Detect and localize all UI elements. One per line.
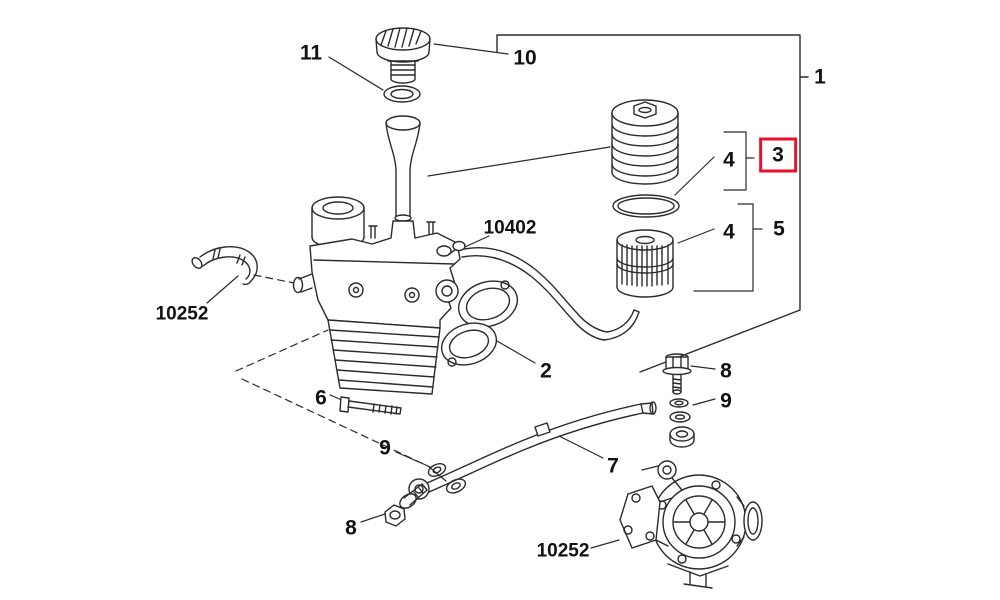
part-label-1[interactable]: 1 xyxy=(814,65,826,89)
part-label-5[interactable]: 5 xyxy=(773,217,785,241)
group-bracket-1 xyxy=(496,34,809,373)
part-label-9-lower[interactable]: 9 xyxy=(379,436,391,460)
part-label-10402[interactable]: 10402 xyxy=(483,217,537,239)
part-label-9-upper[interactable]: 9 xyxy=(720,389,732,413)
bolt-lower-drawing xyxy=(384,483,428,527)
part-label-8-upper[interactable]: 8 xyxy=(720,359,732,383)
cap-seal-ring-drawing xyxy=(383,85,421,103)
part-label-2[interactable]: 2 xyxy=(540,359,552,383)
stud-bolt-drawing xyxy=(339,396,402,415)
part-label-6[interactable]: 6 xyxy=(315,386,327,410)
oil-filter-cap-drawing xyxy=(611,99,679,185)
filler-neck-drawing xyxy=(385,115,421,222)
water-pipe-drawing xyxy=(436,240,640,341)
part-label-11[interactable]: 11 xyxy=(299,41,323,65)
part-label-10252-left[interactable]: 10252 xyxy=(155,303,209,325)
group-bracket-5 xyxy=(693,203,763,292)
part-label-7[interactable]: 7 xyxy=(607,454,619,478)
gasket-drawing xyxy=(440,280,519,367)
oil-pipe-drawing xyxy=(408,401,657,500)
part-label-3[interactable]: 3 xyxy=(759,137,797,173)
washers-upper-drawing xyxy=(669,398,695,448)
oil-filler-cap-drawing xyxy=(375,27,431,84)
bolt-upper-drawing xyxy=(662,353,692,395)
washers-lower-drawing xyxy=(427,463,467,494)
hose-drawing xyxy=(191,246,258,286)
turbocharger-drawing xyxy=(619,460,763,589)
filter-housing-drawing xyxy=(292,196,461,395)
filter-element-drawing xyxy=(616,229,674,298)
part-label-8-lower[interactable]: 8 xyxy=(345,516,357,540)
part-label-4-lower[interactable]: 4 xyxy=(723,220,735,244)
part-label-10252-bottom[interactable]: 10252 xyxy=(536,540,590,562)
o-ring-drawing xyxy=(612,194,680,218)
group-bracket-3 xyxy=(723,131,755,191)
part-label-4-upper[interactable]: 4 xyxy=(723,148,735,172)
part-label-10[interactable]: 10 xyxy=(513,46,537,70)
assembly-axis-dashed-lines xyxy=(235,274,431,468)
leader-lines xyxy=(206,43,716,549)
